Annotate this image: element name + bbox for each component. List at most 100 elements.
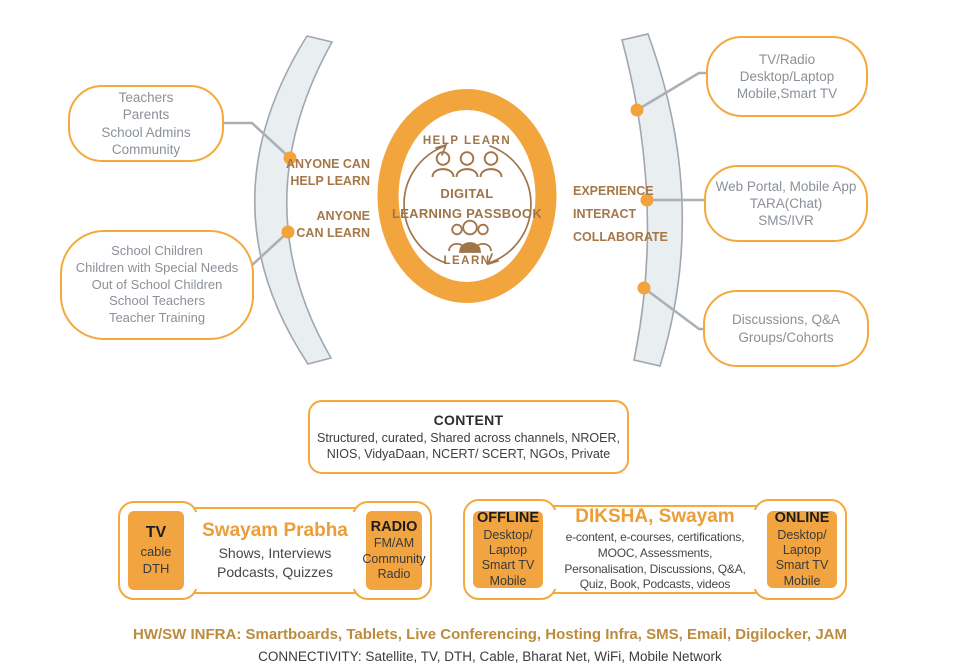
stakeholders-line: Parents <box>122 107 170 123</box>
learners-line: School Children <box>111 243 203 259</box>
online-tile-line: Desktop/ <box>777 527 827 542</box>
diksha-swayam-title: DIKSHA, Swayam <box>575 505 735 527</box>
offline-tile: OFFLINE Desktop/ Laptop Smart TV Mobile <box>473 510 543 588</box>
center-title: DIGITAL LEARNING PASSBOOK <box>387 184 547 223</box>
border-patch <box>188 512 199 589</box>
learners-line: School Teachers <box>109 293 205 309</box>
radio-tile: RADIO FM/AM Community Radio <box>362 511 426 590</box>
anchor-dot <box>283 151 297 165</box>
content-title: CONTENT <box>433 411 504 428</box>
center-ring <box>377 89 557 303</box>
learners-box: School Children Children with Special Ne… <box>60 230 254 340</box>
person-icon <box>455 151 479 178</box>
radio-tile-title: RADIO <box>370 519 418 535</box>
anchor-dot <box>637 281 651 295</box>
stakeholders-line: Community <box>111 141 181 157</box>
radio-tile-line: FM/AM <box>373 536 415 551</box>
tv-tile: TV cable DTH <box>128 511 184 590</box>
border-patch <box>547 510 558 589</box>
center-top-label: HELP LEARN <box>422 135 512 147</box>
swayam-prabha-title: Swayam Prabha <box>202 519 348 541</box>
access-channels-box: Web Portal, Mobile App TARA(Chat) SMS/IV… <box>704 165 868 242</box>
center-title-line1: DIGITAL <box>440 186 494 201</box>
swayam-line: Shows, Interviews <box>218 544 332 561</box>
connector-stakeholders <box>220 121 291 159</box>
label-anyone-can-help-learn: ANYONE CAN HELP LEARN <box>286 156 370 191</box>
left-arc-band <box>253 35 334 365</box>
offline-tile-line: Laptop <box>488 543 528 558</box>
hw-sw-infra-line: HW/SW INFRA: Smartboards, Tablets, Live … <box>133 626 847 643</box>
diksha-swayam-block: DIKSHA, Swayam e-content, e-courses, cer… <box>551 506 759 593</box>
content-line: NIOS, VidyaDaan, NCERT/ SCERT, NGOs, Pri… <box>326 447 611 461</box>
digital-platforms-box: OFFLINE Desktop/ Laptop Smart TV Mobile … <box>463 499 847 600</box>
broadcast-box: TV cable DTH Swayam Prabha Shows, Interv… <box>118 501 432 600</box>
offline-tile-line: Smart TV <box>481 558 535 573</box>
anchor-dot <box>281 225 295 239</box>
anchor-dot <box>630 103 644 117</box>
stakeholders-line: School Admins <box>101 124 191 140</box>
label-experience-interact-collaborate: EXPERIENCE INTERACT COLLABORATE <box>573 180 668 248</box>
label-line: CAN LEARN <box>296 226 370 241</box>
people-row-icon <box>431 151 503 178</box>
diksha-line: e-content, e-courses, certifications, <box>565 529 745 544</box>
online-tile-title: ONLINE <box>774 510 830 527</box>
tv-tile-line: DTH <box>142 560 170 576</box>
devices-line: Mobile,Smart TV <box>736 86 838 102</box>
group-center-body <box>459 242 481 253</box>
label-line: EXPERIENCE <box>573 184 654 198</box>
label-line: ANYONE CAN <box>285 157 370 171</box>
group-center-head <box>462 219 478 236</box>
arrowhead-bottom <box>486 253 499 266</box>
stakeholders-box: Teachers Parents School Admins Community <box>68 85 224 162</box>
content-box: CONTENT Structured, curated, Shared acro… <box>308 400 629 474</box>
tv-tile-title: TV <box>145 524 167 542</box>
devices-line: TV/Radio <box>758 51 816 67</box>
swayam-line: Podcasts, Quizzes <box>217 563 333 580</box>
community-box: Discussions, Q&A Groups/Cohorts <box>703 290 869 367</box>
diksha-line: Personalisation, Discussions, Q&A, <box>564 561 746 576</box>
label-line: COLLABORATE <box>573 229 668 244</box>
online-tile: ONLINE Desktop/ Laptop Smart TV Mobile <box>767 510 837 588</box>
label-line: HELP LEARN <box>290 174 370 189</box>
online-tile-line: Laptop <box>782 543 822 558</box>
content-line: Structured, curated, Shared across chann… <box>317 430 620 445</box>
swayam-prabha-block: Swayam Prabha Shows, Interviews Podcasts… <box>192 509 358 592</box>
center-bottom-label: LEARN <box>443 255 491 267</box>
person-icon <box>431 151 455 178</box>
devices-box: TV/Radio Desktop/Laptop Mobile,Smart TV <box>706 36 868 117</box>
online-tile-line: Mobile <box>783 573 821 588</box>
learners-group-icon <box>448 219 492 253</box>
cycle-arrow-left <box>403 145 447 264</box>
community-line: Discussions, Q&A <box>731 312 841 328</box>
diksha-line: MOOC, Assessments, <box>597 545 713 560</box>
online-tile-line: Smart TV <box>775 558 829 573</box>
offline-tile-line: Desktop/ <box>483 527 533 542</box>
community-line: Groups/Cohorts <box>738 329 834 345</box>
access-line: Web Portal, Mobile App <box>715 178 857 194</box>
cycle-arrow-right <box>488 145 532 264</box>
learners-line: Out of School Children <box>91 276 223 292</box>
person-icon <box>479 151 503 178</box>
group-left-head <box>451 223 463 236</box>
offline-tile-line: Mobile <box>489 573 527 588</box>
border-patch <box>752 510 763 589</box>
border-patch <box>351 512 362 589</box>
offline-tile-title: OFFLINE <box>476 510 540 527</box>
access-line: SMS/IVR <box>758 213 814 229</box>
stakeholders-line: Teachers <box>118 89 174 105</box>
group-right-head <box>477 223 489 236</box>
radio-tile-line: Community <box>362 551 426 566</box>
label-anyone-can-learn: ANYONE CAN LEARN <box>296 208 370 243</box>
learners-line: Children with Special Needs <box>75 260 239 276</box>
connectivity-line: CONNECTIVITY: Satellite, TV, DTH, Cable,… <box>258 649 722 664</box>
center-title-line2: LEARNING PASSBOOK <box>391 205 543 221</box>
anchor-dots <box>281 103 654 295</box>
radio-tile-line: Radio <box>377 567 411 582</box>
devices-line: Desktop/Laptop <box>739 68 835 84</box>
anchor-dot <box>640 193 654 207</box>
label-line: INTERACT <box>573 206 637 221</box>
diksha-line: Quiz, Book, Podcasts, videos <box>579 577 731 592</box>
access-line: TARA(Chat) <box>749 195 823 211</box>
label-line: ANYONE <box>316 209 370 223</box>
